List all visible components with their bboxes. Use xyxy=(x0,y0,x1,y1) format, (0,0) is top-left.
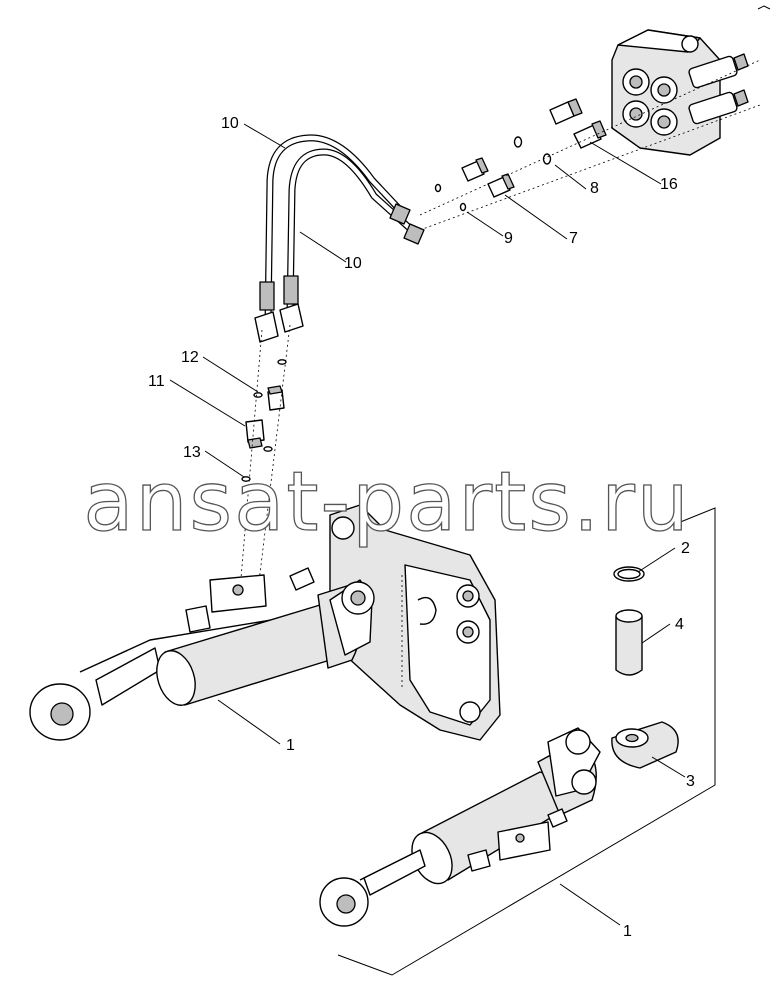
callout-4: 4 xyxy=(675,616,684,633)
assembly-group-line xyxy=(337,507,716,976)
callout-10-lower: 10 xyxy=(344,255,362,272)
elbow-fitting-11[interactable] xyxy=(245,419,265,449)
callout-16: 16 xyxy=(660,176,678,193)
callout-2: 2 xyxy=(681,540,690,557)
hydraulic-hose-10[interactable] xyxy=(254,134,425,343)
o-ring-13[interactable] xyxy=(241,476,251,482)
callout-12: 12 xyxy=(181,349,199,366)
corner-mark xyxy=(757,5,771,10)
adapter-fitting-7[interactable] xyxy=(487,173,515,198)
callout-3: 3 xyxy=(686,773,695,790)
watermark: ansat-parts.ru xyxy=(83,455,691,550)
callout-10-upper: 10 xyxy=(221,115,239,132)
o-ring-upper[interactable] xyxy=(277,359,287,365)
callout-8: 8 xyxy=(590,180,599,197)
pin-4[interactable] xyxy=(615,609,643,676)
callout-1-lower: 1 xyxy=(623,923,632,940)
o-ring-lower[interactable] xyxy=(263,446,273,452)
elbow-fitting-upper[interactable] xyxy=(267,385,285,411)
hydraulic-cylinder-installed[interactable] xyxy=(29,567,375,741)
retaining-ring-2[interactable] xyxy=(613,566,645,582)
clevis-3[interactable] xyxy=(611,721,679,769)
o-ring-8[interactable] xyxy=(542,153,552,165)
straight-fitting-top[interactable] xyxy=(549,98,583,125)
callout-9: 9 xyxy=(504,230,513,247)
o-ring-9[interactable] xyxy=(459,202,467,212)
adapter-fitting-upper[interactable] xyxy=(461,157,489,182)
leader-lines xyxy=(169,123,686,926)
callout-1-upper: 1 xyxy=(286,737,295,754)
control-valve-block[interactable] xyxy=(611,29,749,156)
o-ring-top[interactable] xyxy=(513,136,523,148)
o-ring-12[interactable] xyxy=(253,392,263,398)
o-ring-small-a[interactable] xyxy=(434,183,442,193)
callout-11: 11 xyxy=(148,373,165,390)
hydraulic-cylinder-exploded[interactable] xyxy=(319,727,601,927)
callout-7: 7 xyxy=(569,230,578,247)
callout-13: 13 xyxy=(183,444,201,461)
adapter-fitting-16[interactable] xyxy=(573,120,607,149)
